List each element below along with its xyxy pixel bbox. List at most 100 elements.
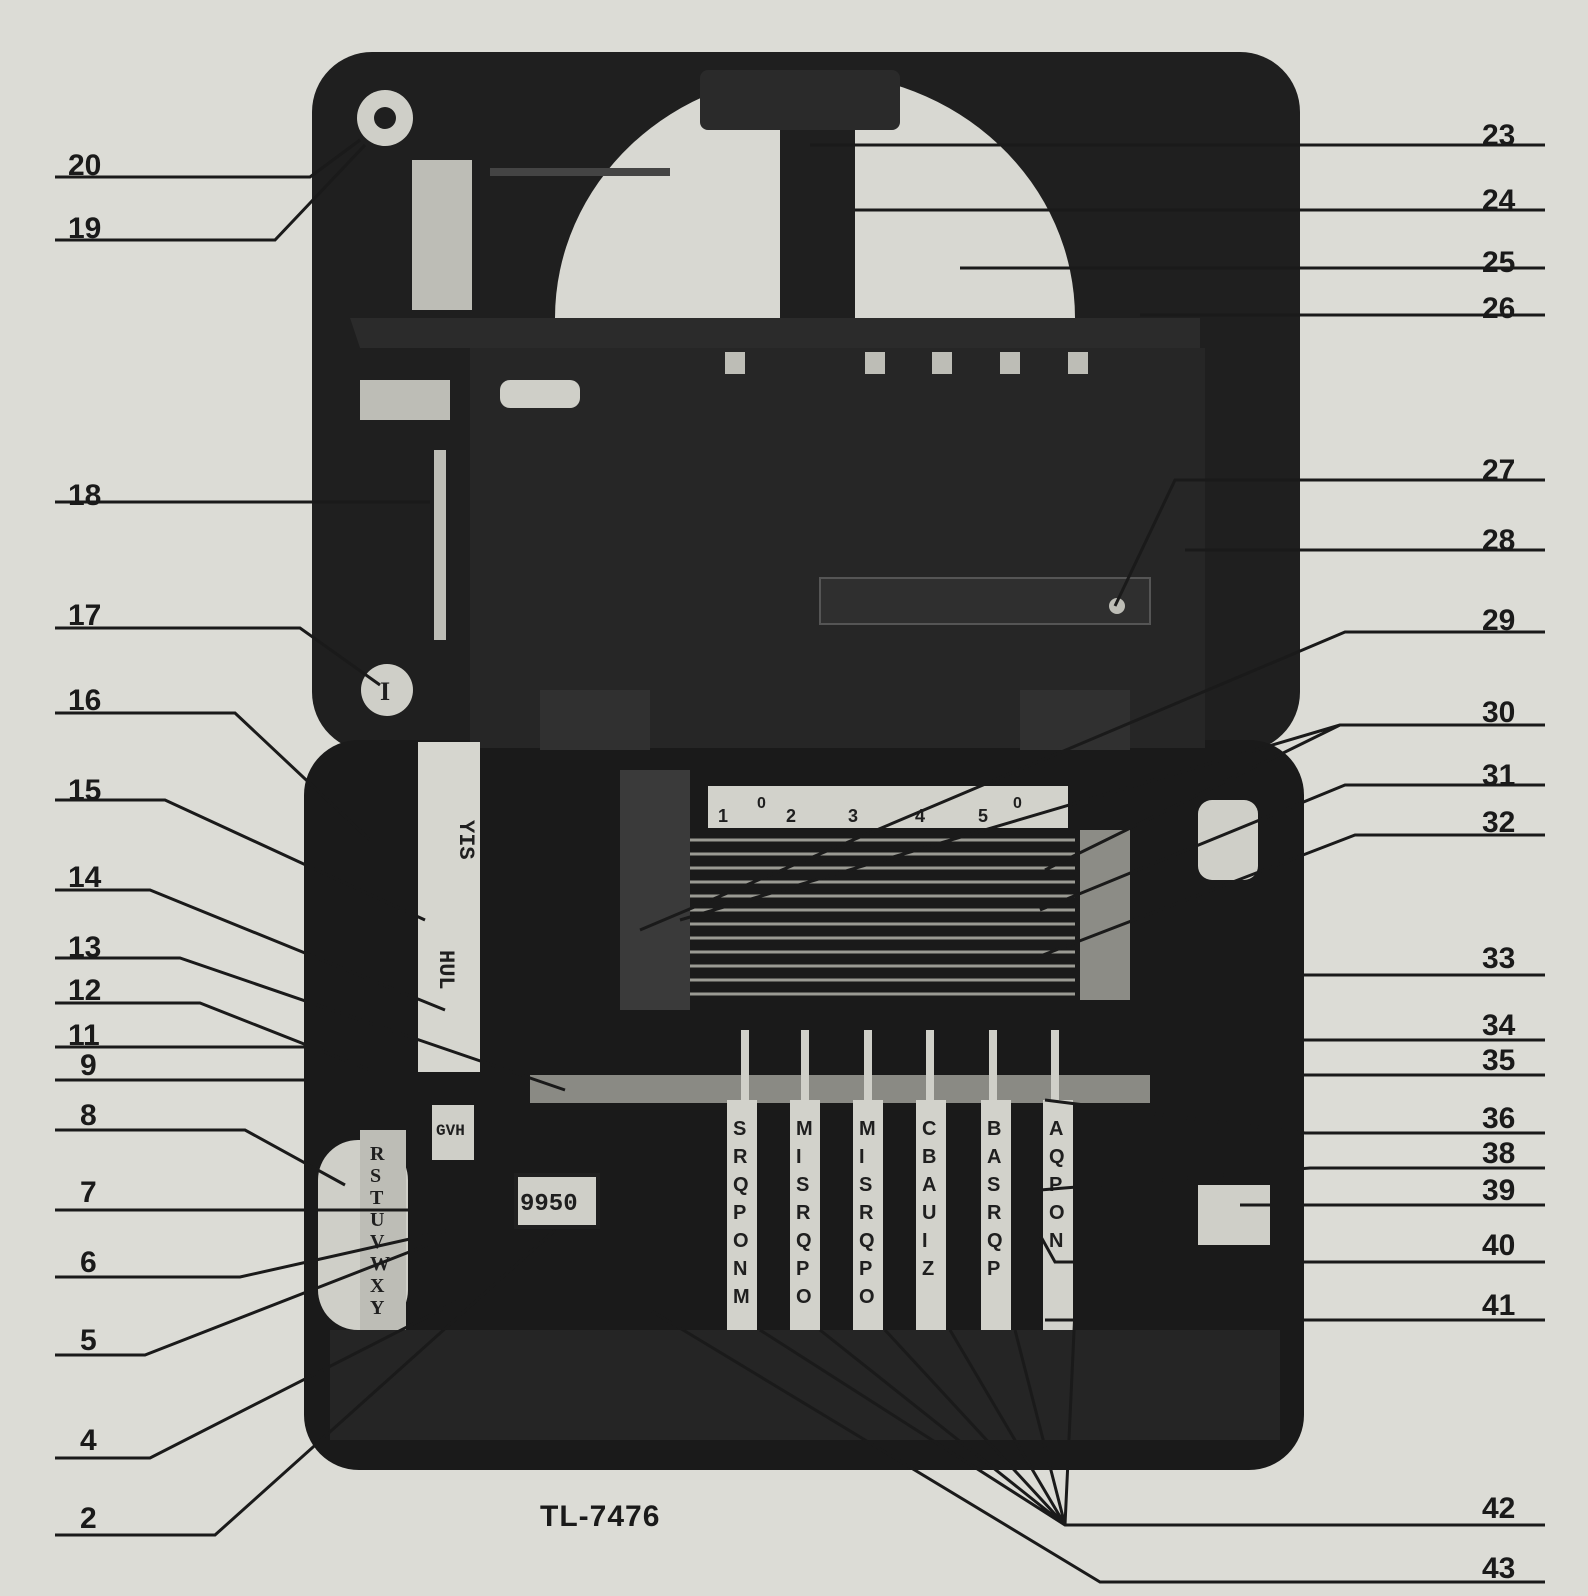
leader-line xyxy=(55,888,446,1012)
label-strip-bottom: HUL xyxy=(433,950,458,990)
leader-line xyxy=(55,711,372,842)
counter-reading: 9950 xyxy=(520,1191,578,1218)
callout-number: 38 xyxy=(1482,1137,1515,1170)
counter: 9950 xyxy=(514,1173,600,1229)
key-wheel xyxy=(916,1100,946,1330)
callout-number: 15 xyxy=(68,774,101,807)
wheel-letter: R xyxy=(733,1146,748,1168)
callout-number: 24 xyxy=(1482,184,1516,217)
wheel-letter: Q xyxy=(733,1174,749,1196)
callout-number: 17 xyxy=(68,599,101,632)
callout-number: 31 xyxy=(1482,759,1515,792)
dial-letter: T xyxy=(370,1187,384,1209)
key-wheel xyxy=(981,1100,1011,1330)
callout-number: 7 xyxy=(80,1176,97,1209)
wheel-letter: S xyxy=(796,1174,809,1196)
wheel-letter: N xyxy=(733,1258,747,1280)
callout-number: 9 xyxy=(80,1049,97,1082)
leader-line xyxy=(649,1308,1545,1584)
wheel-letter: U xyxy=(922,1202,936,1224)
wheel-letter: M xyxy=(796,1118,813,1140)
wheel-letter: A xyxy=(987,1146,1001,1168)
leader-line xyxy=(55,626,381,687)
knob-letter: I xyxy=(380,677,390,706)
wheel-letter: P xyxy=(1049,1174,1062,1196)
scale-digit: 1 xyxy=(718,806,728,826)
leader-line xyxy=(639,630,1545,932)
leader-line xyxy=(55,138,361,179)
scale-digit: 4 xyxy=(915,806,925,826)
leader-line xyxy=(55,1128,346,1187)
screwdriver-rod xyxy=(434,450,446,640)
wheel-letter: M xyxy=(859,1118,876,1140)
leader-line xyxy=(1044,1098,1545,1135)
wheel-letter: I xyxy=(796,1146,802,1168)
dial-letter: R xyxy=(370,1143,385,1165)
lever-tag-text: GVH xyxy=(436,1122,465,1140)
callout-number: 16 xyxy=(68,684,101,717)
callout-number: 43 xyxy=(1482,1552,1515,1585)
wheel-letter: P xyxy=(796,1258,809,1280)
wheel-letter: A xyxy=(1049,1118,1063,1140)
callout-number: 36 xyxy=(1482,1102,1515,1135)
callouts: 2019181716151413121198765422324252627282… xyxy=(55,119,1545,1585)
leader-line xyxy=(1039,783,1545,912)
wheel-letter: O xyxy=(733,1230,749,1252)
wheel-letter: C xyxy=(922,1118,936,1140)
callout-number: 23 xyxy=(1482,119,1515,152)
figure-caption: TL-7476 xyxy=(540,1500,661,1533)
callout-number: 30 xyxy=(1482,696,1515,729)
wheel-letter: Q xyxy=(1049,1146,1065,1168)
wheel-letter: Q xyxy=(987,1230,1003,1252)
callout-number: 12 xyxy=(68,974,101,1007)
callout-number: 26 xyxy=(1482,292,1515,325)
dial-letter: X xyxy=(370,1275,385,1297)
dial-letter: U xyxy=(370,1209,384,1231)
dial-letter: V xyxy=(370,1231,385,1253)
leader-line xyxy=(55,1228,451,1279)
callout-number: 28 xyxy=(1482,524,1515,557)
callout-number: 6 xyxy=(80,1246,97,1279)
leader-line xyxy=(1038,1234,1545,1264)
callout-number: 25 xyxy=(1482,246,1515,279)
wheel-letter: P xyxy=(733,1202,746,1224)
callout-number: 29 xyxy=(1482,604,1515,637)
leader-line xyxy=(55,798,426,922)
wheel-letter: B xyxy=(987,1118,1001,1140)
scale-digit: 5 xyxy=(978,806,988,826)
wheel-letter: P xyxy=(859,1258,872,1280)
key-wheel xyxy=(1043,1100,1073,1330)
wheel-letter: A xyxy=(922,1174,936,1196)
scale-zero: 0 xyxy=(1013,795,1022,812)
callout-number: 8 xyxy=(80,1099,97,1132)
callout-number: 19 xyxy=(68,212,101,245)
wheel-letter: O xyxy=(796,1286,812,1308)
knob-top xyxy=(357,90,472,310)
label-strip-top: YIS xyxy=(453,820,478,860)
scale-digit: 3 xyxy=(848,806,858,826)
leader-line xyxy=(55,1238,441,1357)
wheel-letter: N xyxy=(1049,1230,1063,1252)
wheel-letter: Z xyxy=(922,1258,934,1280)
callout-number: 27 xyxy=(1482,454,1515,487)
wheel-letter: I xyxy=(859,1146,865,1168)
wheel-letter: Q xyxy=(859,1230,875,1252)
scale-zero: 0 xyxy=(757,795,766,812)
leader-line xyxy=(759,1309,1545,1527)
leader-line xyxy=(1039,1166,1545,1192)
wheel-letter: S xyxy=(859,1174,872,1196)
dial-letter: S xyxy=(370,1165,381,1187)
callout-number: 13 xyxy=(68,931,101,964)
lid-panel xyxy=(350,318,1205,750)
wheel-letter: R xyxy=(796,1202,811,1224)
callout-number: 5 xyxy=(80,1324,97,1357)
wheel-letter: Q xyxy=(796,1230,812,1252)
leader-line xyxy=(55,1298,461,1460)
wheel-letter: O xyxy=(859,1286,875,1308)
callout-number: 40 xyxy=(1482,1229,1515,1262)
label-strip: YIS HUL xyxy=(418,742,480,1072)
callout-number: 2 xyxy=(80,1502,97,1535)
leader-line xyxy=(679,723,1545,922)
